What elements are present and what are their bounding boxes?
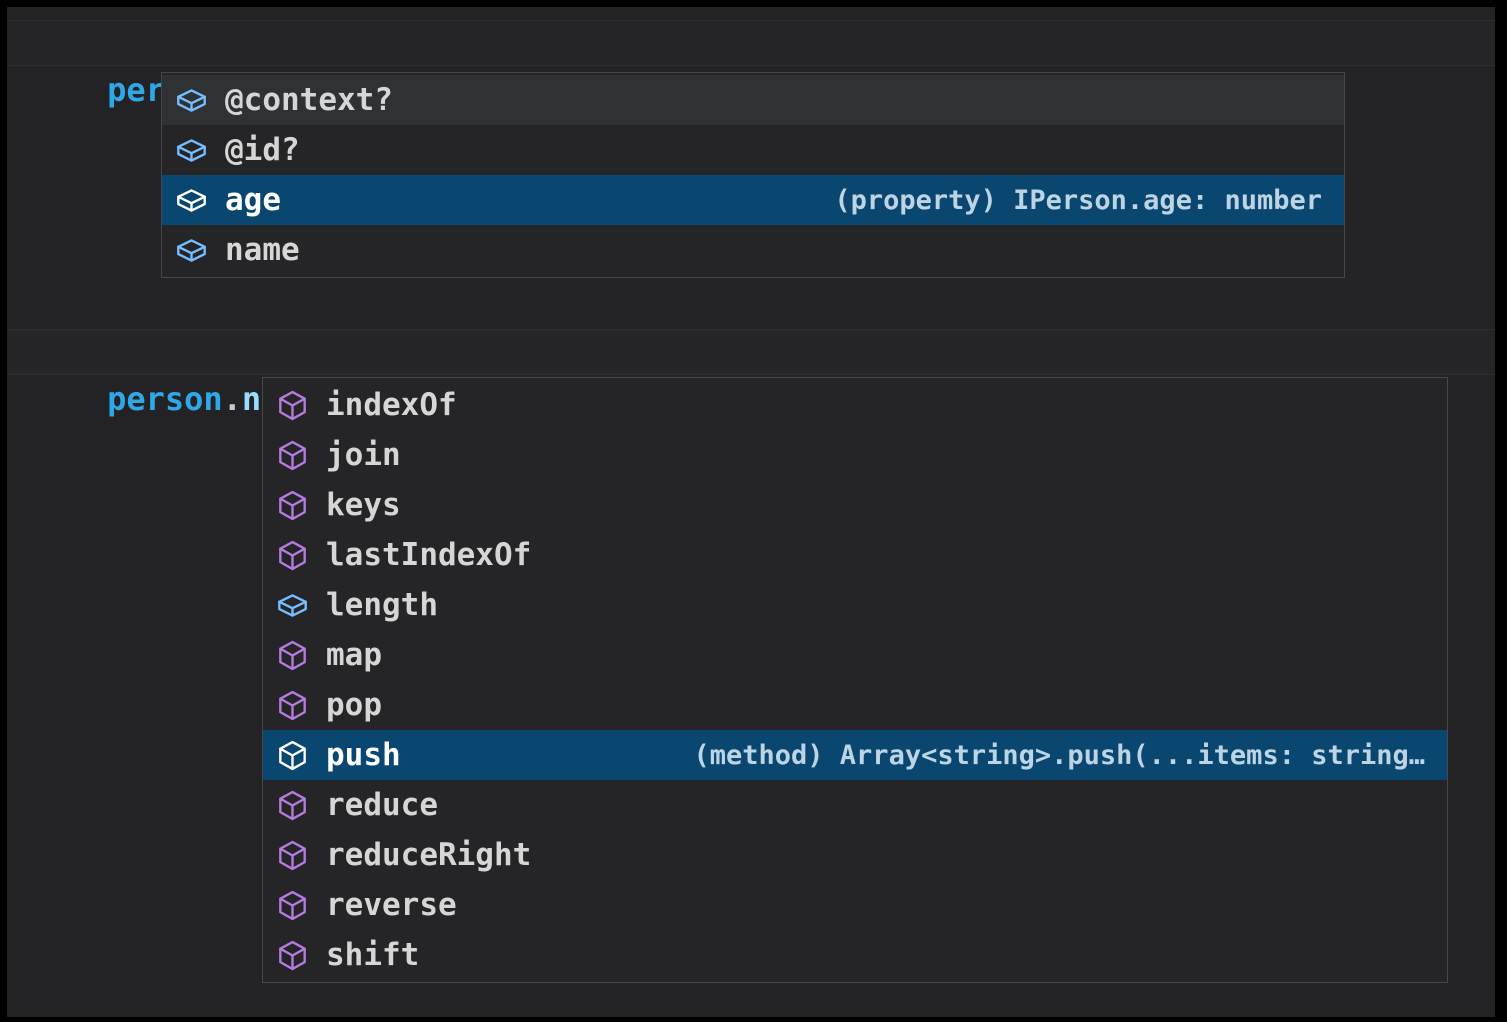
code-line-1[interactable]: person.; [7,20,1495,66]
suggestion-item[interactable]: lastIndexOf [263,530,1447,580]
identifier-person: person [107,380,223,418]
suggestion-item[interactable]: keys [263,480,1447,530]
suggestion-label: map [326,637,382,673]
symbol-method-icon [276,739,309,772]
symbol-method-icon [276,789,309,822]
code-line-2[interactable]: person.name.; [7,329,1495,375]
suggestion-label: push [326,737,401,773]
suggestion-item[interactable]: reduce [263,780,1447,830]
suggestion-label: keys [326,487,401,523]
symbol-field-icon [276,589,309,622]
symbol-method-icon [276,889,309,922]
symbol-field-icon [175,234,208,267]
suggestion-label: @id? [225,132,300,168]
suggestion-label: reduce [326,787,438,823]
symbol-method-icon [276,489,309,522]
suggestion-item[interactable]: reduceRight [263,830,1447,880]
suggestion-item[interactable]: pop [263,680,1447,730]
suggestion-item[interactable]: map [263,630,1447,680]
suggestion-item[interactable]: join [263,430,1447,480]
suggestion-detail: (method) Array<string>.push(...items: st… [664,740,1426,771]
symbol-method-icon [276,539,309,572]
suggestion-label: reverse [326,887,457,923]
suggestion-item[interactable]: age (property) IPerson.age: number [162,175,1344,225]
suggestion-label: @context? [225,82,393,118]
symbol-method-icon [276,839,309,872]
suggest-widget-string-members: indexOf join [262,377,1448,983]
suggestion-label: join [326,437,401,473]
suggestion-item[interactable]: shift [263,930,1447,980]
suggestion-item[interactable]: length [263,580,1447,630]
suggestion-label: shift [326,937,419,973]
suggestion-detail: (property) IPerson.age: number [804,185,1322,216]
suggestion-label: pop [326,687,382,723]
suggest-widget-iperson: @context? @id? [161,72,1345,278]
symbol-method-icon [276,439,309,472]
suggestion-item[interactable]: reverse [263,880,1447,930]
suggestion-item[interactable]: indexOf [263,380,1447,430]
suggestion-item[interactable]: @context? [162,75,1344,125]
suggestion-item[interactable]: @id? [162,125,1344,175]
suggestion-label: length [326,587,438,623]
suggestion-label: name [225,232,300,268]
symbol-method-icon [276,689,309,722]
dot-token: . [223,380,242,418]
suggestion-label: indexOf [326,387,457,423]
symbol-method-icon [276,639,309,672]
suggestion-label: reduceRight [326,837,531,873]
symbol-field-icon [175,84,208,117]
suggestion-item[interactable]: push (method) Array<string>.push(...item… [263,730,1447,780]
symbol-field-icon [175,184,208,217]
suggestion-label: lastIndexOf [326,537,531,573]
symbol-method-icon [276,939,309,972]
suggestion-item[interactable]: name [162,225,1344,275]
symbol-field-icon [175,134,208,167]
suggestion-label: age [225,182,281,218]
symbol-method-icon [276,389,309,422]
